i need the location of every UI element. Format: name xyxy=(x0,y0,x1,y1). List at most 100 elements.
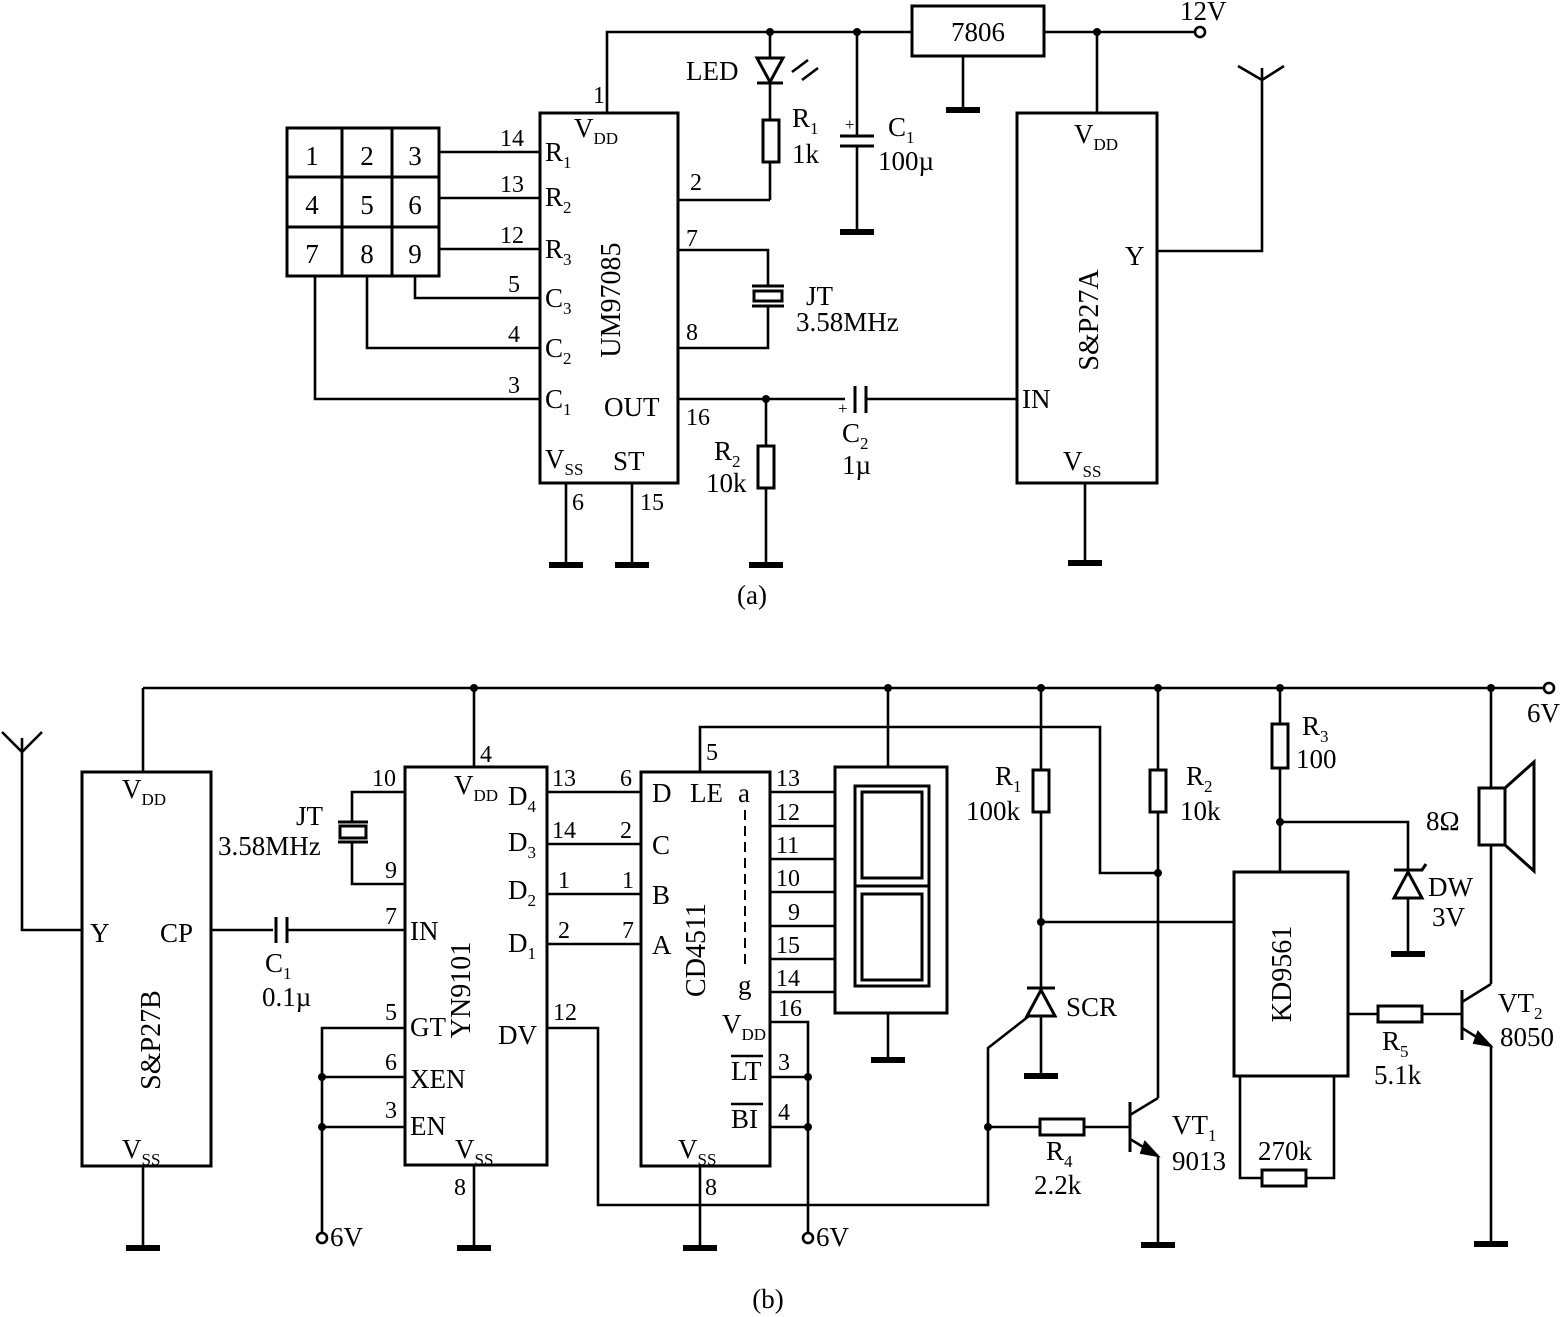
svg-text:DV: DV xyxy=(498,1020,537,1050)
svg-text:3: 3 xyxy=(778,1050,790,1076)
svg-text:1k: 1k xyxy=(792,139,820,169)
svg-text:9: 9 xyxy=(788,900,800,926)
svg-text:12: 12 xyxy=(776,800,800,826)
svg-text:8: 8 xyxy=(705,1175,717,1201)
um97085-chip: VDD R1 R2 R3 C3 C2 C1 OUT VSS ST UM97085 xyxy=(538,111,680,485)
svg-text:JT: JT xyxy=(806,281,834,311)
svg-text:12: 12 xyxy=(553,1000,577,1026)
svg-text:BI: BI xyxy=(731,1104,758,1134)
um97085-label: UM97085 xyxy=(596,242,627,357)
svg-text:C1: C1 xyxy=(888,112,915,147)
svg-text:2: 2 xyxy=(558,918,570,944)
svg-text:D: D xyxy=(652,778,672,808)
svg-text:7: 7 xyxy=(686,226,698,252)
svg-text:g: g xyxy=(738,970,752,1000)
svg-text:16: 16 xyxy=(686,405,710,431)
svg-text:VDD: VDD xyxy=(122,774,166,809)
r1-resistor xyxy=(761,118,781,164)
svg-text:6: 6 xyxy=(572,490,584,516)
keypad: 1 2 3 4 5 6 7 8 9 xyxy=(285,126,441,278)
svg-text:7: 7 xyxy=(385,904,397,930)
yn9101-chip: VDD D4 D3 D2 D1 IN GT XEN EN VSS DV YN91… xyxy=(403,765,549,1169)
svg-text:LT: LT xyxy=(731,1056,762,1086)
svg-text:14: 14 xyxy=(552,818,576,844)
svg-text:10k: 10k xyxy=(1180,796,1221,826)
svg-text:C2: C2 xyxy=(545,333,572,368)
svg-text:6: 6 xyxy=(620,766,632,792)
svg-text:IN: IN xyxy=(410,916,439,946)
svg-text:B: B xyxy=(652,880,670,910)
svg-text:R5: R5 xyxy=(1382,1026,1409,1061)
svg-text:13: 13 xyxy=(776,766,800,792)
svg-text:2.2k: 2.2k xyxy=(1034,1170,1082,1200)
svg-text:6V: 6V xyxy=(330,1222,364,1252)
svg-text:R2: R2 xyxy=(714,436,741,471)
svg-text:4: 4 xyxy=(778,1100,790,1126)
svg-text:D2: D2 xyxy=(508,875,536,910)
svg-text:VDD: VDD xyxy=(722,1009,766,1044)
svg-text:9: 9 xyxy=(385,858,397,884)
svg-text:a: a xyxy=(738,778,750,808)
sp27b-chip: VDD Y CP VSS S&P27B xyxy=(80,770,213,1169)
svg-text:SCR: SCR xyxy=(1066,992,1117,1022)
svg-text:Y: Y xyxy=(1125,241,1145,271)
svg-text:C: C xyxy=(652,830,670,860)
speaker-icon xyxy=(1477,786,1507,847)
caption-a: (a) xyxy=(737,580,767,610)
sp27b-label: S&P27B xyxy=(136,990,167,1090)
svg-text:VDD: VDD xyxy=(454,770,498,805)
crystal-a xyxy=(752,289,784,303)
svg-text:LE: LE xyxy=(690,778,723,808)
supply-6v-label: 6V xyxy=(1527,698,1561,728)
svg-text:100µ: 100µ xyxy=(878,146,934,176)
regulator-label: 7806 xyxy=(951,17,1005,47)
r1-b-resistor xyxy=(1031,768,1051,814)
caption-b: (b) xyxy=(752,1284,783,1314)
svg-text:R2: R2 xyxy=(545,182,572,217)
svg-text:100: 100 xyxy=(1296,744,1337,774)
r5-resistor xyxy=(1376,1004,1424,1024)
svg-text:D3: D3 xyxy=(508,827,536,862)
svg-text:DW: DW xyxy=(1428,872,1473,902)
svg-text:D1: D1 xyxy=(508,928,536,963)
crystal-b xyxy=(338,824,368,840)
svg-text:IN: IN xyxy=(1022,384,1051,414)
antenna-b xyxy=(1,731,43,754)
svg-text:1µ: 1µ xyxy=(842,450,871,480)
supply-12v-terminal xyxy=(1193,25,1207,39)
zener-dw xyxy=(1391,868,1425,900)
svg-text:8: 8 xyxy=(454,1175,466,1201)
svg-text:VSS: VSS xyxy=(122,1134,160,1169)
supply-6v-terminal xyxy=(1542,681,1556,695)
svg-text:13: 13 xyxy=(552,766,576,792)
key-6: 6 xyxy=(408,190,422,220)
svg-text:6V: 6V xyxy=(816,1222,850,1252)
keypad-frame xyxy=(285,126,441,278)
svg-text:6: 6 xyxy=(385,1050,397,1076)
svg-text:12: 12 xyxy=(500,223,524,249)
r2-resistor xyxy=(756,444,776,490)
cd4511-label: CD4511 xyxy=(681,903,712,997)
r270k-resistor xyxy=(1260,1168,1308,1188)
sp27a-chip: VDD Y IN VSS S&P27A xyxy=(1015,111,1159,485)
antenna-a xyxy=(1237,64,1285,82)
svg-text:EN: EN xyxy=(410,1111,446,1141)
svg-text:270k: 270k xyxy=(1258,1136,1313,1166)
svg-text:15: 15 xyxy=(776,933,800,959)
svg-text:15: 15 xyxy=(640,490,664,516)
svg-text:VSS: VSS xyxy=(678,1134,716,1169)
svg-text:XEN: XEN xyxy=(410,1064,466,1094)
svg-text:5.1k: 5.1k xyxy=(1374,1060,1422,1090)
key-2: 2 xyxy=(360,141,374,171)
svg-text:11: 11 xyxy=(776,833,799,859)
svg-text:13: 13 xyxy=(500,172,524,198)
svg-text:VSS: VSS xyxy=(1063,446,1101,481)
svg-text:Y: Y xyxy=(90,918,110,948)
svg-text:VT2: VT2 xyxy=(1498,988,1543,1023)
svg-text:1: 1 xyxy=(622,868,634,894)
diagram-a: 1 2 3 4 5 6 7 8 9 VDD R1 R2 R3 C3 C2 C1 … xyxy=(285,0,1285,610)
svg-text:14: 14 xyxy=(776,966,800,992)
cd4511-chip: D C B A LE a g VDD LT BI VSS CD4511 xyxy=(639,770,772,1169)
r3-resistor xyxy=(1270,722,1290,770)
svg-text:10: 10 xyxy=(372,766,396,792)
